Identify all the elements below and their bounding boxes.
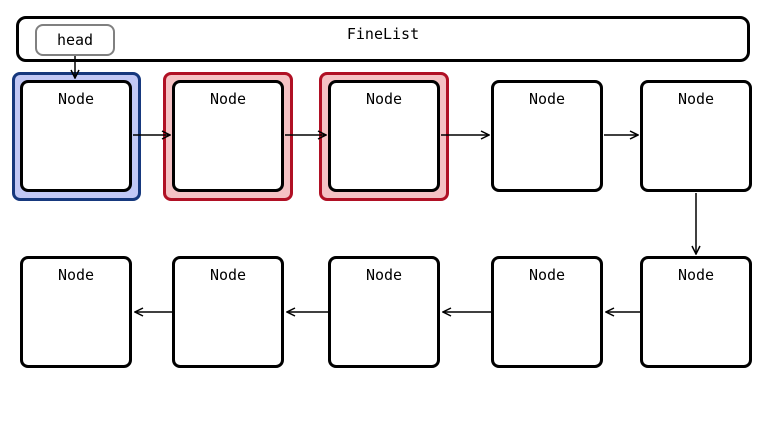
node-label: Node <box>677 90 715 108</box>
node-label: Node <box>677 266 715 284</box>
node-1: Node <box>20 80 132 192</box>
node-label: Node <box>365 90 403 108</box>
node-label: Node <box>365 266 403 284</box>
node-label: Node <box>57 266 95 284</box>
finelist-container: FineList <box>16 16 750 62</box>
node-3: Node <box>328 80 440 192</box>
container-title: FineList <box>346 25 420 43</box>
node-4: Node <box>491 80 603 192</box>
node-10: Node <box>20 256 132 368</box>
node-7: Node <box>491 256 603 368</box>
node-label: Node <box>528 266 566 284</box>
node-8: Node <box>328 256 440 368</box>
node-6: Node <box>640 256 752 368</box>
node-label: Node <box>57 90 95 108</box>
node-9: Node <box>172 256 284 368</box>
head-pointer: head <box>35 24 115 56</box>
node-2: Node <box>172 80 284 192</box>
node-label: Node <box>528 90 566 108</box>
node-label: Node <box>209 90 247 108</box>
node-5: Node <box>640 80 752 192</box>
node-label: Node <box>209 266 247 284</box>
